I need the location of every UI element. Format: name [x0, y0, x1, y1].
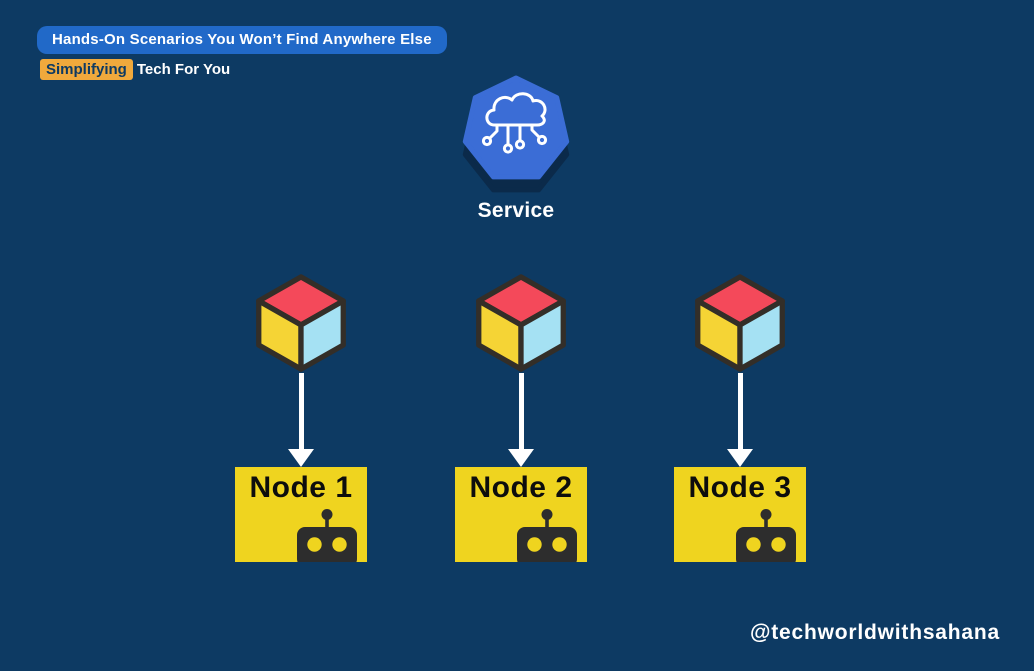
- arrow-head: [508, 449, 534, 467]
- pod-node-column-3: Node 3: [674, 273, 806, 562]
- node-box: Node 1: [235, 467, 367, 562]
- header-badge: Hands-On Scenarios You Won’t Find Anywhe…: [37, 26, 447, 54]
- robot-icon: [736, 509, 796, 562]
- node-label: Node 2: [469, 471, 573, 504]
- arrow-head: [288, 449, 314, 467]
- cloud-network-icon: [481, 92, 548, 154]
- arrow-down-icon: [508, 373, 534, 467]
- arrow-stem: [737, 373, 743, 449]
- pod-cube-icon: [695, 274, 785, 372]
- pod-node-column-2: Node 2: [455, 273, 587, 562]
- node-box: Node 2: [455, 467, 587, 562]
- robot-icon: [517, 509, 577, 562]
- robot-icon: [297, 509, 357, 562]
- arrow-down-icon: [288, 373, 314, 467]
- service-icon: [462, 75, 570, 193]
- arrow-down-icon: [727, 373, 753, 467]
- pod-node-column-1: Node 1: [235, 273, 367, 562]
- node-label: Node 3: [688, 471, 792, 504]
- pod-cube-icon: [476, 274, 566, 372]
- tagline-rest: Tech For You: [136, 61, 231, 78]
- service-label: Service: [477, 199, 555, 222]
- arrow-head: [727, 449, 753, 467]
- arrow-stem: [298, 373, 304, 449]
- pod-cube-icon: [256, 274, 346, 372]
- footer-handle: @techworldwithsahana: [749, 621, 1000, 644]
- service-icon-heptagon: [462, 75, 570, 180]
- node-label: Node 1: [249, 471, 353, 504]
- arrow-stem: [518, 373, 524, 449]
- node-box: Node 3: [674, 467, 806, 562]
- tagline-highlight: Simplifying: [40, 59, 133, 80]
